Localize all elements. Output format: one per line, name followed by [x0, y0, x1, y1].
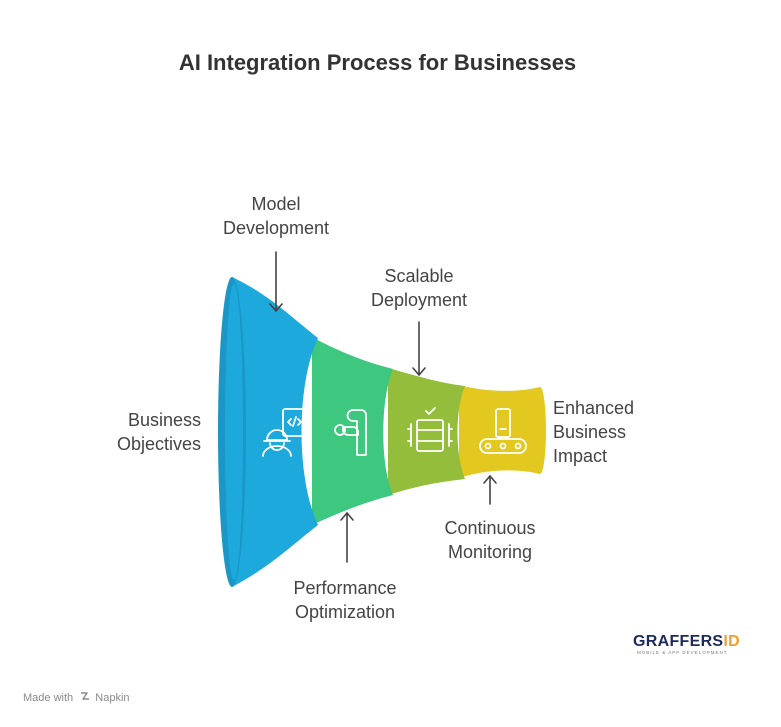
developer-icon: [262, 408, 307, 457]
label-enhanced-business-impact: Enhanced Business Impact: [553, 398, 635, 466]
arrow-scalable-deployment: [412, 321, 426, 377]
funnel-segment-scalable-deployment: [388, 368, 465, 495]
graffersid-logo: GRAFFERSID MOBILE & APP DEVELOPMENT: [633, 633, 740, 663]
diagram-title: AI Integration Process for Businesses: [178, 50, 577, 75]
funnel-segment-performance-optimization: [312, 337, 393, 525]
label-scalable-deployment: Scalable Deployment: [370, 266, 468, 310]
logo-text-accent: ID: [723, 633, 741, 650]
pipeline-icon: [334, 409, 367, 456]
logo-text-main: GRAFFERS: [633, 633, 724, 650]
arrow-model-development: [269, 251, 283, 313]
server-rack-icon: [407, 407, 453, 452]
label-continuous-monitoring: Continuous Monitoring: [444, 518, 536, 562]
arrow-performance-optimization: [340, 511, 354, 563]
funnel-segment-enhanced-impact: [459, 385, 540, 478]
footer-made-with: Made with: [23, 692, 74, 704]
conveyor-robot-icon: [479, 408, 527, 454]
label-business-objectives: Business Objectives: [116, 410, 201, 454]
funnel-segment-model-development: [232, 277, 318, 587]
logo-tagline: MOBILE & APP DEVELOPMENT: [637, 650, 728, 655]
label-model-development: Model Development: [222, 194, 330, 238]
footer-brand: Napkin: [95, 692, 130, 704]
label-performance-optimization: Performance Optimization: [293, 578, 397, 622]
funnel-mouth-inner: [225, 284, 243, 580]
arrow-continuous-monitoring: [483, 474, 497, 505]
napkin-logo-icon: [80, 691, 90, 704]
funnel-end-cap: [534, 387, 546, 474]
made-with-footer: Made with Napkin: [23, 691, 130, 704]
